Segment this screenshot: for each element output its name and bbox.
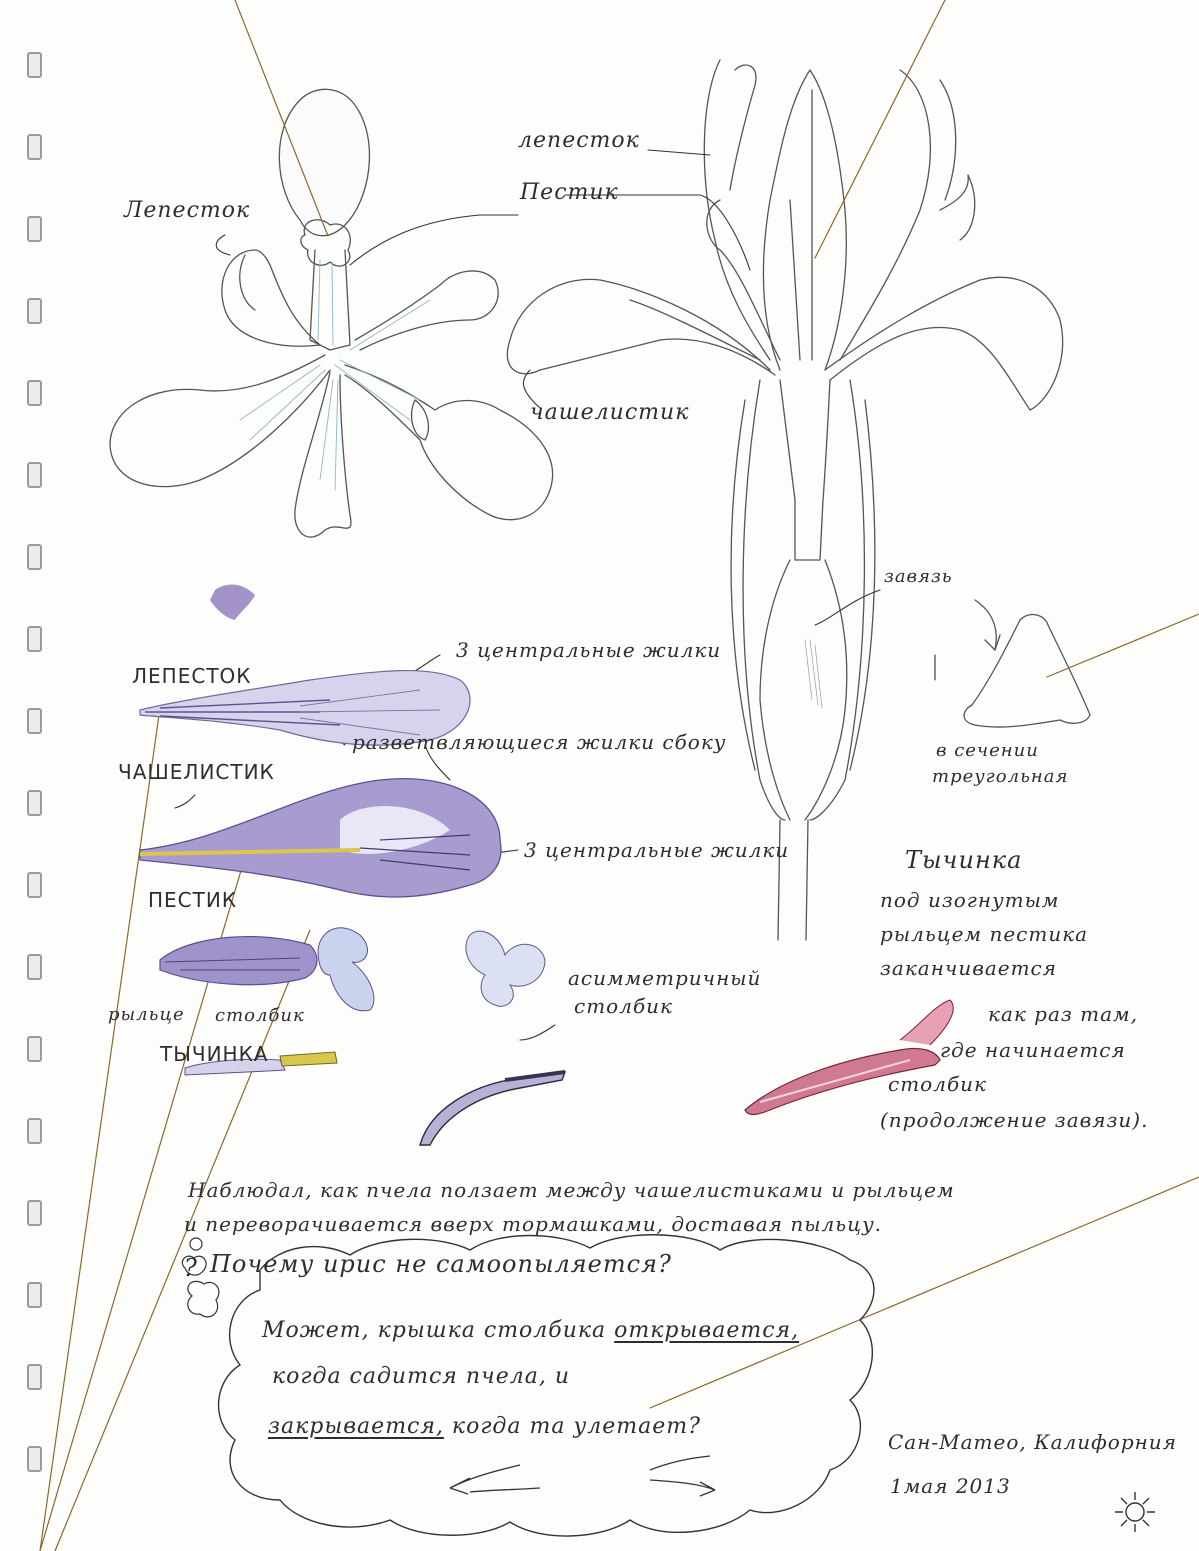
stamen-red-illustration bbox=[745, 1000, 953, 1115]
label-section-2: треугольная bbox=[932, 766, 1068, 787]
stamen-note-line: заканчивается bbox=[880, 956, 1057, 980]
question-mark: ? bbox=[184, 1254, 198, 1282]
stamen-title: ТЫЧИНКА bbox=[160, 1042, 268, 1066]
petal-note-side: разветвляющиеся жилки сбоку bbox=[352, 730, 726, 754]
stamen-note-line: столбик bbox=[888, 1072, 987, 1096]
spiral-ring bbox=[27, 1364, 42, 1390]
label-stigma: рыльце bbox=[108, 1004, 185, 1025]
asym-line1: асимметричный bbox=[568, 966, 761, 990]
spiral-ring bbox=[27, 1200, 42, 1226]
stamen-note-title: Тычинка bbox=[905, 846, 1022, 874]
stamen-note-line: рыльцем пестика bbox=[880, 922, 1088, 946]
stamen-note-line: где начинается bbox=[940, 1038, 1126, 1062]
ovary-cross-section bbox=[964, 615, 1090, 728]
spiral-ring bbox=[27, 1036, 42, 1062]
spiral-ring bbox=[27, 544, 42, 570]
cloud-line1-a: Может, крышка столбика bbox=[262, 1318, 614, 1343]
label-section-1: в сечении bbox=[936, 740, 1039, 761]
label-petal-right: лепесток bbox=[518, 128, 640, 153]
cloud-line1: Может, крышка столбика открывается, bbox=[262, 1318, 799, 1343]
spiral-ring bbox=[27, 626, 42, 652]
cloud-line3-b: когда та улетает? bbox=[444, 1414, 701, 1439]
pistil-illustration bbox=[160, 928, 374, 1011]
spiral-ring bbox=[27, 134, 42, 160]
stamen-note-line: под изогнутым bbox=[880, 888, 1060, 912]
petal-title: ЛЕПЕСТОК bbox=[132, 664, 251, 688]
spiral-ring bbox=[27, 380, 42, 406]
label-ovary: завязь bbox=[884, 566, 953, 587]
sepal-note: 3 центральные жилки bbox=[524, 838, 789, 862]
label-sepal: чашелистик bbox=[530, 400, 689, 425]
spiral-ring bbox=[27, 872, 42, 898]
spiral-ring bbox=[27, 52, 42, 78]
question-text: Почему ирис не самоопыляется? bbox=[210, 1250, 672, 1278]
pistil-title: ПЕСТИК bbox=[148, 888, 237, 912]
spiral-ring bbox=[27, 954, 42, 980]
asymmetric-style-illustration bbox=[466, 931, 545, 1006]
sepal-title: ЧАШЕЛИСТИК bbox=[118, 760, 275, 784]
spiral-ring bbox=[27, 462, 42, 488]
cloud-line2: когда садится пчела, и bbox=[272, 1364, 570, 1389]
observation-line2: и переворачивается вверх тормашками, дос… bbox=[184, 1212, 882, 1236]
sun-icon bbox=[1115, 1492, 1155, 1532]
arrow-sketches bbox=[450, 1456, 715, 1496]
cloud-line3: закрывается, когда та улетает? bbox=[268, 1414, 701, 1439]
asym-line2: столбик bbox=[574, 994, 673, 1018]
signature-place: Сан-Матео, Калифорния bbox=[888, 1430, 1177, 1454]
spiral-ring bbox=[27, 298, 42, 324]
iris-front-view bbox=[110, 89, 553, 537]
petal-note-central: 3 центральные жилки bbox=[456, 638, 721, 662]
label-style: столбик bbox=[215, 1005, 305, 1026]
spiral-ring bbox=[27, 1282, 42, 1308]
violet-smudge bbox=[210, 585, 255, 620]
cloud-line1-b: открывается, bbox=[614, 1318, 799, 1343]
spiral-ring bbox=[27, 790, 42, 816]
spiral-ring bbox=[27, 1446, 42, 1472]
label-petal-left: Лепесток bbox=[124, 198, 250, 223]
signature-date: 1мая 2013 bbox=[890, 1474, 1011, 1498]
stamen-note-line: как раз там, bbox=[988, 1002, 1138, 1026]
spiral-ring bbox=[27, 708, 42, 734]
spiral-ring bbox=[27, 216, 42, 242]
spiral-ring bbox=[27, 1118, 42, 1144]
observation-line1: Наблюдал, как пчела ползает между чашели… bbox=[188, 1178, 955, 1202]
label-pistil: Пестик bbox=[520, 180, 619, 205]
stamen-note-line: (продолжение завязи). bbox=[880, 1108, 1148, 1132]
cloud-line3-a: закрывается, bbox=[268, 1414, 444, 1439]
